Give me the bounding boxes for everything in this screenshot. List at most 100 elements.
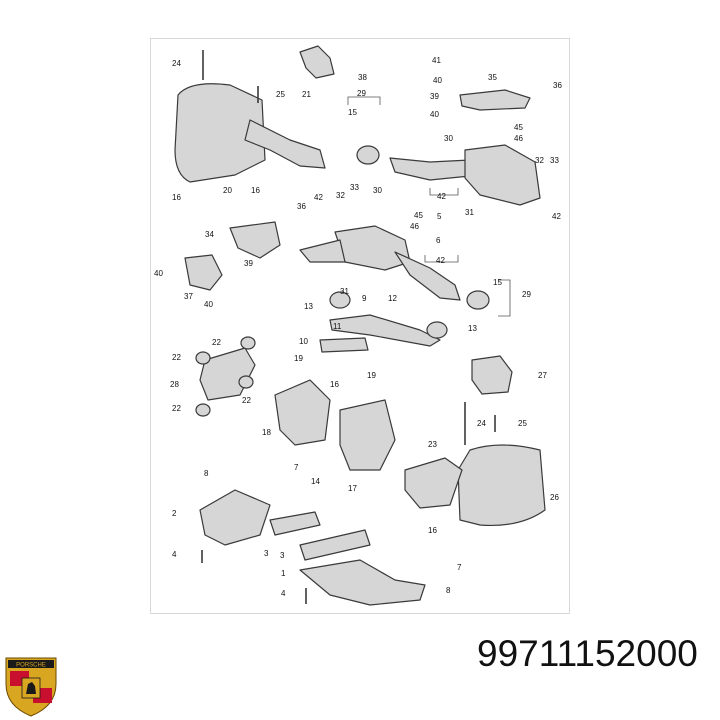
callout-33: 33 xyxy=(350,183,359,192)
callout-28: 28 xyxy=(170,380,179,389)
bushing-22-a xyxy=(195,351,211,365)
mounting-bracket-17 xyxy=(339,399,396,471)
mounting-bracket-23 xyxy=(404,457,463,509)
callout-21: 21 xyxy=(302,90,311,99)
catalytic-converter-left xyxy=(334,225,411,271)
clamp-15-right xyxy=(466,290,490,310)
exhaust-manifold-1 xyxy=(299,559,426,606)
callout-42: 42 xyxy=(552,212,561,221)
callout-3: 3 xyxy=(264,549,269,558)
callout-27: 27 xyxy=(538,371,547,380)
part-number: 99711152000 xyxy=(477,633,698,674)
callout-8: 8 xyxy=(446,586,451,595)
callout-15: 15 xyxy=(348,108,357,117)
callout-25: 25 xyxy=(518,419,527,428)
callout-39: 39 xyxy=(244,259,253,268)
callout-26: 26 xyxy=(550,493,559,502)
callout-9: 9 xyxy=(362,294,367,303)
callout-17: 17 xyxy=(348,484,357,493)
callout-46: 46 xyxy=(514,134,523,143)
callout-38: 38 xyxy=(358,73,367,82)
callout-19: 19 xyxy=(367,371,376,380)
callout-30: 30 xyxy=(373,186,382,195)
mounting-bracket-18 xyxy=(274,379,331,446)
porsche-crest-icon: PORSCHE xyxy=(5,657,57,717)
callout-7: 7 xyxy=(294,463,299,472)
callout-11: 11 xyxy=(333,322,342,331)
bushing-22-c xyxy=(195,403,211,417)
bracket-37 xyxy=(184,254,223,291)
callout-25: 25 xyxy=(276,90,285,99)
callout-14: 14 xyxy=(311,477,320,486)
callout-8: 8 xyxy=(204,469,209,478)
callout-33: 33 xyxy=(550,156,559,165)
callout-10: 10 xyxy=(299,337,308,346)
callout-40: 40 xyxy=(430,110,439,119)
callout-22: 22 xyxy=(172,404,181,413)
callout-45: 45 xyxy=(514,123,523,132)
callout-1: 1 xyxy=(281,569,286,578)
callout-22: 22 xyxy=(172,353,181,362)
group-bracket-29-top xyxy=(347,96,381,105)
callout-4: 4 xyxy=(172,550,177,559)
callout-39: 39 xyxy=(430,92,439,101)
callout-32: 32 xyxy=(336,191,345,200)
intermediate-pipe-lower xyxy=(394,251,461,301)
callout-22: 22 xyxy=(212,338,221,347)
callout-24: 24 xyxy=(172,59,181,68)
intermediate-pipe-left xyxy=(299,239,346,263)
callout-20: 20 xyxy=(223,186,232,195)
callout-24: 24 xyxy=(477,419,486,428)
callout-40: 40 xyxy=(204,300,213,309)
rear-muffler-right xyxy=(457,444,546,527)
catalytic-converter-right xyxy=(464,144,541,206)
diagram-frame xyxy=(150,38,570,614)
callout-13: 13 xyxy=(304,302,313,311)
callout-13: 13 xyxy=(468,324,477,333)
callout-36: 36 xyxy=(297,202,306,211)
callout-42: 42 xyxy=(437,192,446,201)
clamp-13-left xyxy=(329,291,351,309)
callout-7: 7 xyxy=(457,563,462,572)
callout-40: 40 xyxy=(433,76,442,85)
callout-37: 37 xyxy=(184,292,193,301)
callout-15: 15 xyxy=(493,278,502,287)
bushing-22-b xyxy=(240,336,256,350)
clamp-15-top xyxy=(356,145,380,165)
group-bracket-42-top xyxy=(429,188,459,196)
callout-35: 35 xyxy=(488,73,497,82)
bracket-10 xyxy=(319,337,369,353)
callout-41: 41 xyxy=(432,56,441,65)
callout-29: 29 xyxy=(357,89,366,98)
callout-30: 30 xyxy=(444,134,453,143)
callout-6: 6 xyxy=(436,236,441,245)
callout-3: 3 xyxy=(280,551,285,560)
callout-12: 12 xyxy=(388,294,397,303)
callout-5: 5 xyxy=(437,212,442,221)
callout-34: 34 xyxy=(205,230,214,239)
gasket-3-upper xyxy=(269,511,321,536)
callout-16: 16 xyxy=(330,380,339,389)
tailpipe-left xyxy=(244,119,326,169)
callout-29: 29 xyxy=(522,290,531,299)
group-bracket-29-mid xyxy=(498,279,511,317)
bushing-22-d xyxy=(238,375,254,389)
callout-31: 31 xyxy=(465,208,474,217)
tailpipe-tip-21 xyxy=(299,45,335,79)
exhaust-manifold-2 xyxy=(199,489,271,546)
bracket-34 xyxy=(229,221,281,259)
callout-2: 2 xyxy=(172,509,177,518)
callout-45: 45 xyxy=(414,211,423,220)
callout-36: 36 xyxy=(553,81,562,90)
callout-31: 31 xyxy=(340,287,349,296)
callout-46: 46 xyxy=(410,222,419,231)
callout-19: 19 xyxy=(294,354,303,363)
callout-42: 42 xyxy=(314,193,323,202)
gasket-3-lower xyxy=(299,529,371,561)
bracket-9 xyxy=(329,314,441,347)
callout-16: 16 xyxy=(172,193,181,202)
callout-42: 42 xyxy=(436,256,445,265)
bracket-35 xyxy=(459,89,531,111)
group-bracket-42-mid xyxy=(424,255,459,263)
callout-22: 22 xyxy=(242,396,251,405)
